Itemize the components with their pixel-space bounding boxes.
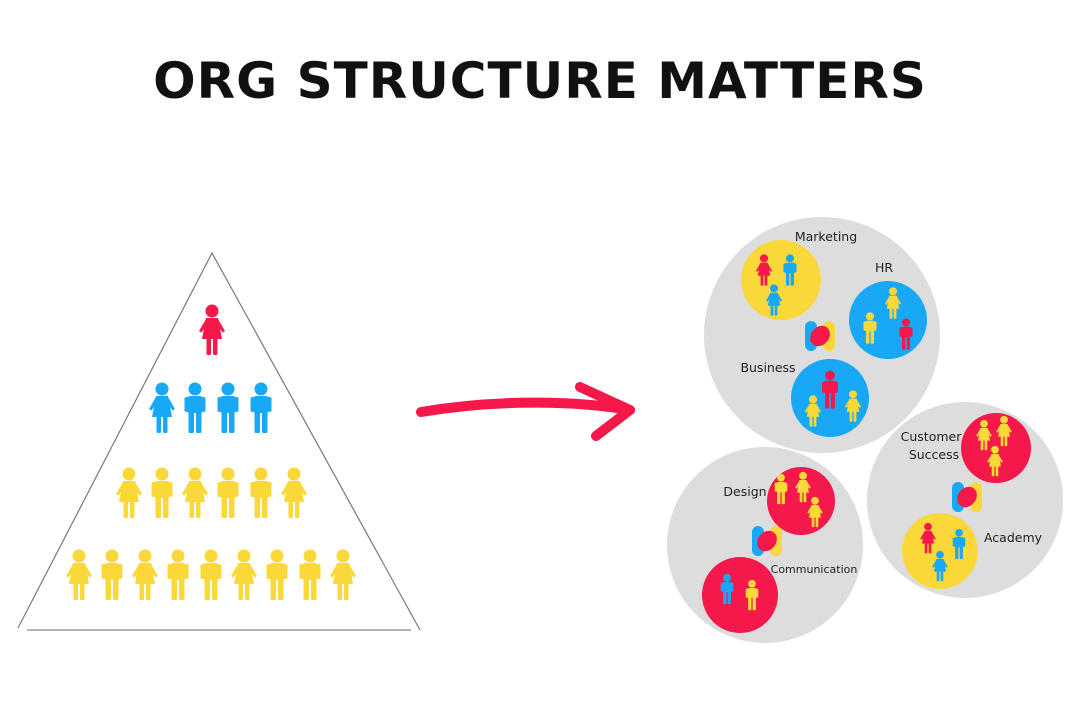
- team-label-academy: Academy: [984, 530, 1043, 545]
- pyramid: [17, 251, 421, 631]
- arrow-icon: [416, 382, 635, 441]
- cluster-marketing-hr-business: Marketing HR Business: [704, 217, 940, 453]
- team-label-customer: Customer: [901, 429, 963, 444]
- team-label-design: Design: [723, 484, 766, 499]
- cluster-customer-success-academy: Customer Success Academy: [867, 402, 1063, 598]
- team-label-business: Business: [740, 360, 795, 375]
- pyramid-row-leader: [199, 304, 225, 355]
- team-label-marketing: Marketing: [795, 229, 857, 244]
- pyramid-row-staff: [116, 467, 307, 518]
- team-label-success: Success: [909, 447, 959, 462]
- cluster-design-communication: Design Communication: [667, 447, 863, 643]
- page-title: ORG STRUCTURE MATTERS: [153, 52, 927, 110]
- team-label-hr: HR: [875, 260, 893, 275]
- team-label-communication: Communication: [771, 563, 858, 576]
- pyramid-row-managers: [149, 382, 272, 433]
- pyramid-row-base: [66, 549, 356, 600]
